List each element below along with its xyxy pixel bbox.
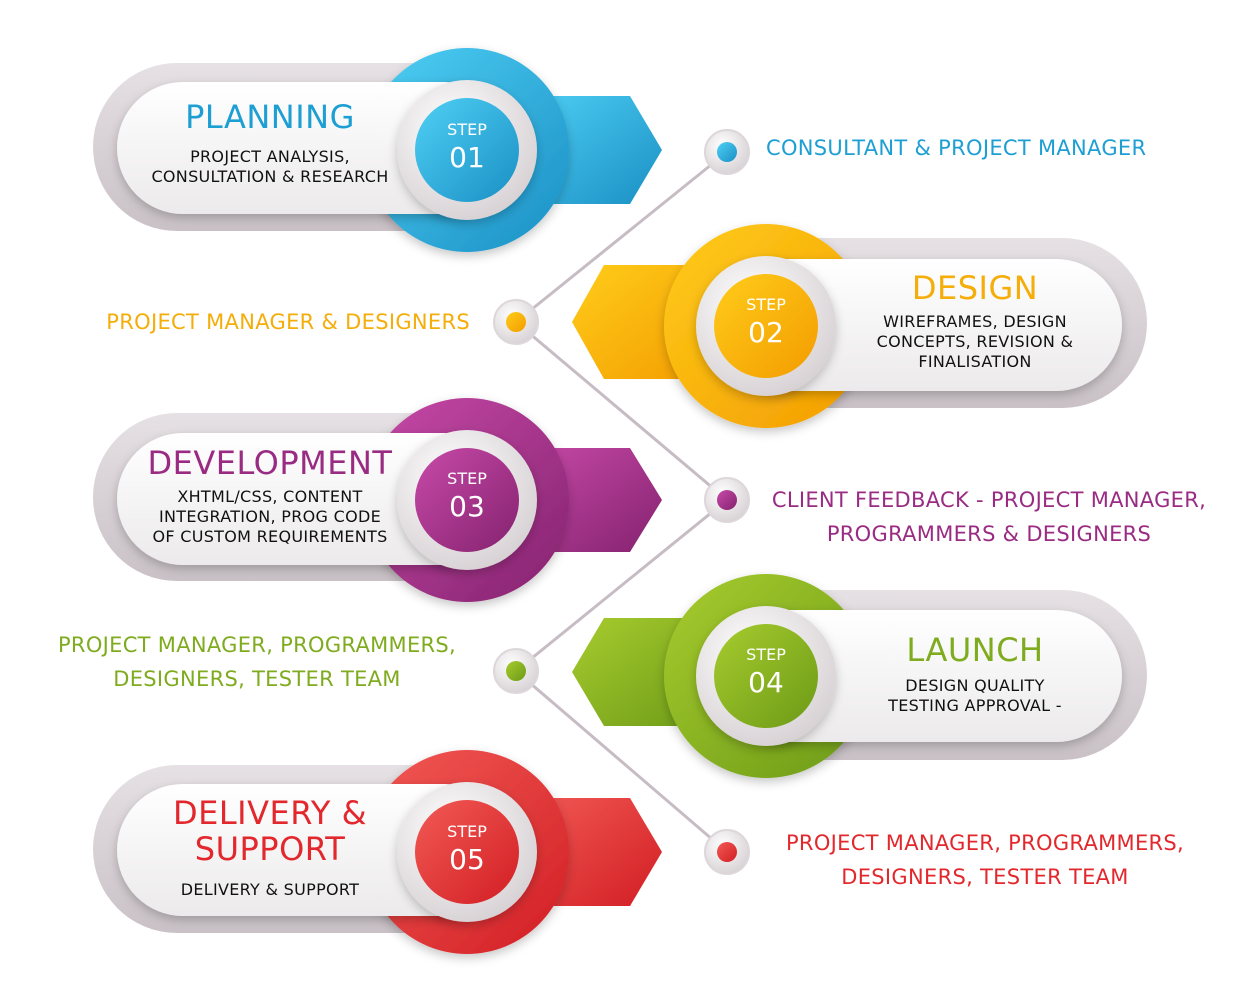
role-label-4: PROJECT MANAGER, PROGRAMMERS, DESIGNERS,… bbox=[22, 628, 492, 696]
step-5-title-line: SUPPORT bbox=[194, 830, 346, 868]
step-1-description-line: CONSULTATION & RESEARCH bbox=[151, 167, 389, 186]
step-1-graphic bbox=[93, 48, 662, 252]
step-5-label: STEP bbox=[447, 822, 487, 841]
connector-nodes bbox=[493, 129, 750, 875]
step-1-label: STEP bbox=[447, 120, 487, 139]
step-4-title: LAUNCH bbox=[825, 632, 1125, 668]
step-2-badge-circle bbox=[714, 274, 818, 378]
role-label-1: CONSULTANT & PROJECT MANAGER bbox=[766, 131, 1146, 165]
role-label-3-line: PROGRAMMERS & DESIGNERS bbox=[826, 522, 1152, 546]
step-3-description-line: OF CUSTOM REQUIREMENTS bbox=[152, 527, 388, 546]
step-3-title-line: DEVELOPMENT bbox=[147, 444, 393, 482]
step-3-graphic bbox=[93, 398, 662, 602]
step-1-badge-circle bbox=[415, 98, 519, 202]
step-2-title-line: DESIGN bbox=[911, 269, 1039, 307]
step-3-number: 03 bbox=[449, 490, 485, 523]
role-label-4-line: PROJECT MANAGER, PROGRAMMERS, bbox=[57, 633, 457, 657]
role-label-2-line: PROJECT MANAGER & DESIGNERS bbox=[106, 310, 470, 334]
role-label-5-line: DESIGNERS, TESTER TEAM bbox=[841, 865, 1129, 889]
step-4-number: 04 bbox=[748, 666, 784, 699]
step-5-description: DELIVERY & SUPPORT bbox=[120, 880, 420, 900]
role-label-3-line: CLIENT FEEDBACK - PROJECT MANAGER, bbox=[771, 488, 1207, 512]
step-1-title: PLANNING bbox=[120, 99, 420, 135]
node-4-dot bbox=[506, 661, 526, 681]
step-4-description: DESIGN QUALITY TESTING APPROVAL - bbox=[825, 676, 1125, 716]
step-3-description-line: XHTML/CSS, CONTENT bbox=[177, 487, 363, 506]
step-2-title: DESIGN bbox=[825, 270, 1125, 306]
role-label-1-line: CONSULTANT & PROJECT MANAGER bbox=[766, 136, 1147, 160]
step-4-title-line: LAUNCH bbox=[906, 631, 1044, 669]
step-2-description: WIREFRAMES, DESIGN CONCEPTS, REVISION & … bbox=[825, 312, 1125, 372]
step-2-description-line: CONCEPTS, REVISION & bbox=[876, 332, 1074, 351]
step-4-description-line: TESTING APPROVAL - bbox=[888, 696, 1062, 715]
step-2-number: 02 bbox=[748, 316, 784, 349]
step-5-title-line: DELIVERY & bbox=[172, 794, 368, 832]
step-3-title: DEVELOPMENT bbox=[120, 445, 420, 481]
step-3-description-line: INTEGRATION, PROG CODE bbox=[158, 507, 381, 526]
step-5-description-line: DELIVERY & SUPPORT bbox=[180, 880, 360, 899]
role-label-5: PROJECT MANAGER, PROGRAMMERS, DESIGNERS,… bbox=[750, 826, 1220, 894]
step-2-graphic bbox=[572, 224, 1147, 428]
step-2-label: STEP bbox=[746, 295, 786, 314]
node-2-dot bbox=[506, 312, 526, 332]
role-label-3: CLIENT FEEDBACK - PROJECT MANAGER, PROGR… bbox=[755, 483, 1223, 551]
step-1-number: 01 bbox=[449, 141, 485, 174]
step-3-description: XHTML/CSS, CONTENT INTEGRATION, PROG COD… bbox=[120, 487, 420, 547]
step-4-label: STEP bbox=[746, 645, 786, 664]
step-1-title-line: PLANNING bbox=[185, 98, 355, 136]
step-4-description-line: DESIGN QUALITY bbox=[905, 676, 1045, 695]
step-5-title: DELIVERY & SUPPORT bbox=[120, 795, 420, 867]
step-5-badge-circle bbox=[415, 800, 519, 904]
step-3-badge-circle bbox=[415, 448, 519, 552]
step-3-label: STEP bbox=[447, 469, 487, 488]
step-1-description: PROJECT ANALYSIS, CONSULTATION & RESEARC… bbox=[120, 147, 420, 187]
node-1-dot bbox=[717, 142, 737, 162]
role-label-2: PROJECT MANAGER & DESIGNERS bbox=[106, 305, 470, 339]
step-2-description-line: FINALISATION bbox=[918, 352, 1032, 371]
node-3-dot bbox=[717, 490, 737, 510]
role-label-4-line: DESIGNERS, TESTER TEAM bbox=[113, 667, 401, 691]
step-4-badge-circle bbox=[714, 624, 818, 728]
role-label-5-line: PROJECT MANAGER, PROGRAMMERS, bbox=[785, 831, 1185, 855]
step-2-description-line: WIREFRAMES, DESIGN bbox=[883, 312, 1067, 331]
step-1-description-line: PROJECT ANALYSIS, bbox=[190, 147, 350, 166]
node-5-dot bbox=[717, 842, 737, 862]
step-5-number: 05 bbox=[449, 843, 485, 876]
step-5-graphic bbox=[93, 750, 662, 954]
step-4-graphic bbox=[572, 574, 1147, 778]
